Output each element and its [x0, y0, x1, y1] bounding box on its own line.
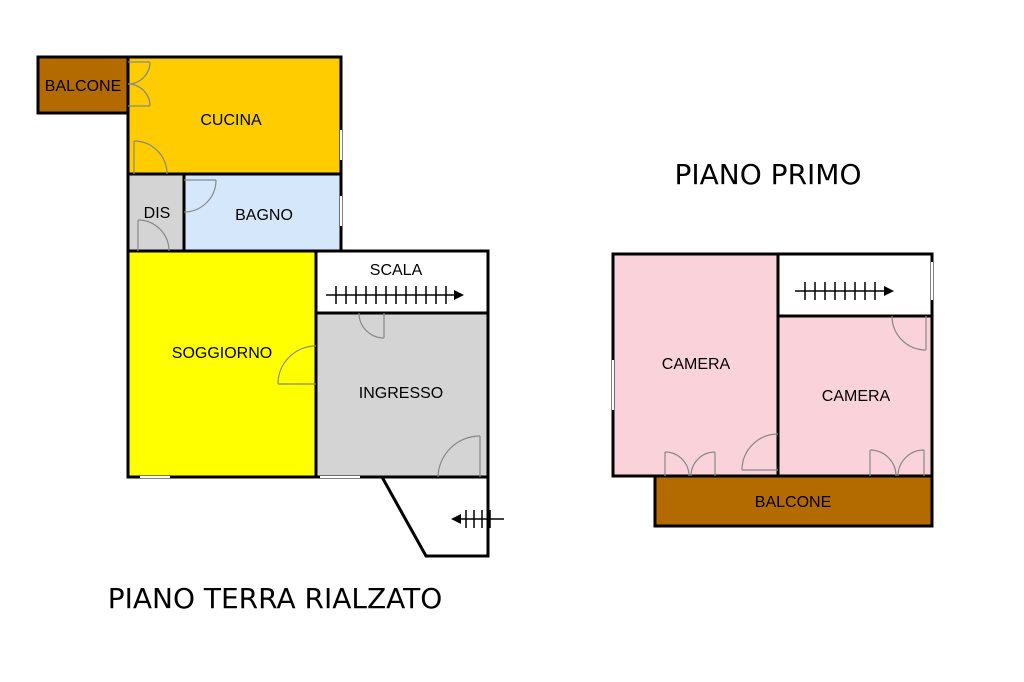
first-floor-plan: CAMERA CAMERA BALCONE: [611, 252, 934, 528]
room-balcone-first: [653, 474, 934, 528]
room-cucina: [126, 55, 343, 176]
label-balcone-first: BALCONE: [755, 494, 831, 511]
stair-symbol-entrance: [451, 510, 504, 528]
label-camera-right: CAMERA: [822, 388, 891, 405]
label-bagno: BAGNO: [235, 207, 293, 224]
label-balcone-ground: BALCONE: [45, 78, 121, 95]
entrance-steps: [379, 475, 490, 558]
title-piano-terra: PIANO TERRA RIALZATO: [108, 582, 443, 615]
room-balcone-ground: [36, 55, 130, 115]
door-ingresso-scala: [358, 312, 385, 339]
label-soggiorno: SOGGIORNO: [172, 345, 272, 362]
door-camera-left-right: [741, 433, 779, 471]
title-piano-primo: PIANO PRIMO: [675, 158, 862, 191]
door-main-entrance: [437, 435, 481, 478]
stair-symbol-scala: [326, 286, 464, 304]
door-dis-bagno: [183, 179, 217, 213]
door-soggiorno-ingresso: [277, 345, 317, 385]
door-camera-right-balcone: [869, 449, 925, 477]
label-camera-left: CAMERA: [662, 356, 731, 373]
room-scala: [314, 249, 490, 315]
ground-floor-plan: BALCONE CUCINA DIS BAGNO SCALA SOGGIORNO…: [36, 55, 504, 558]
door-stair-camera-right: [891, 315, 927, 351]
label-ingresso: INGRESSO: [359, 385, 443, 402]
door-balcone-cucina: [127, 61, 151, 107]
door-cucina-dis: [133, 140, 168, 175]
door-dis-soggiorno: [137, 219, 170, 252]
label-dis: DIS: [144, 205, 171, 222]
label-cucina: CUCINA: [200, 112, 262, 129]
door-camera-left-balcone: [664, 451, 716, 477]
label-scala: SCALA: [370, 262, 423, 279]
room-soggiorno: [126, 249, 318, 479]
stair-symbol-first: [795, 282, 894, 300]
